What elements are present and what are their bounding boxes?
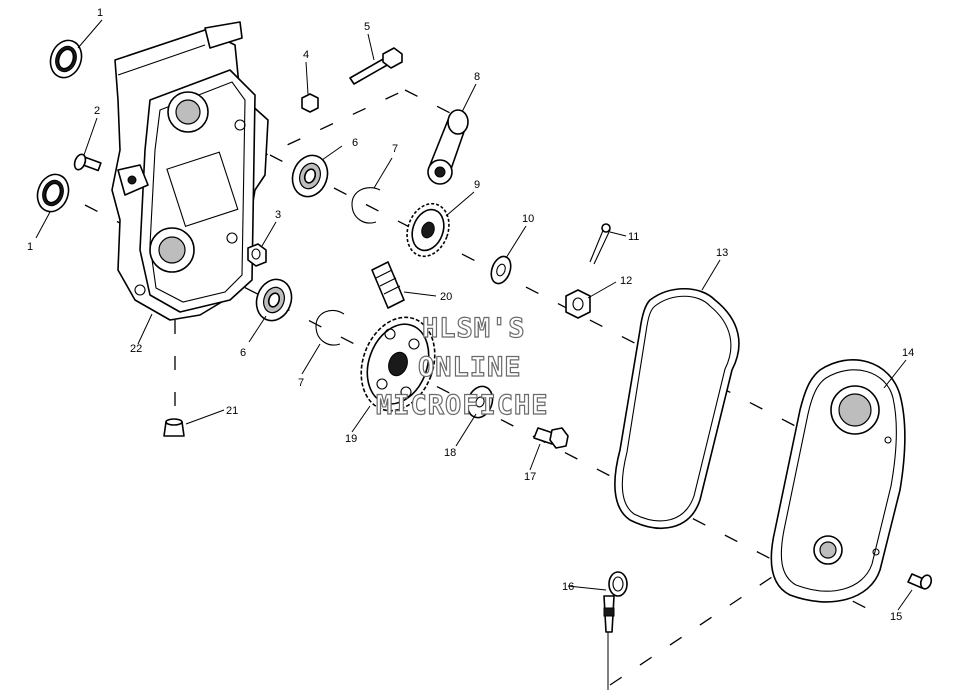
callout-5: 5 <box>364 21 370 33</box>
chaincase-cover <box>770 359 906 603</box>
callout-1-lower: 1 <box>27 241 33 253</box>
watermark-line-2: ONLINE <box>418 352 522 383</box>
hex-nut-small <box>247 243 267 267</box>
callout-12: 12 <box>620 275 632 287</box>
callout-22: 22 <box>130 343 142 355</box>
chain-tensioner-arm <box>427 109 469 185</box>
callout-11: 11 <box>628 231 639 243</box>
watermark-line-1: HLSM'S <box>422 313 526 344</box>
thrust-washer <box>466 385 494 419</box>
callout-21: 21 <box>226 405 238 417</box>
callout-1-upper: 1 <box>97 7 103 19</box>
snap-ring-lower <box>315 309 345 346</box>
callout-4: 4 <box>303 49 309 61</box>
cover-bolt <box>907 573 933 590</box>
snap-ring-upper <box>351 187 381 224</box>
callout-13: 13 <box>716 247 728 259</box>
cover-gasket <box>614 288 740 529</box>
hex-bolt <box>533 427 569 449</box>
hex-nut-top <box>301 93 319 113</box>
callout-2: 2 <box>94 105 100 117</box>
watermark: HLSM'S ONLINE MICROFICHE <box>375 312 549 421</box>
callout-18: 18 <box>444 447 456 459</box>
washer <box>490 255 512 285</box>
oil-seal-upper <box>49 39 83 79</box>
callout-17: 17 <box>524 471 536 483</box>
callout-19: 19 <box>345 433 357 445</box>
bearing-upper <box>291 154 329 198</box>
callout-6-lower: 6 <box>240 347 246 359</box>
callout-numbers: 1 1 2 3 4 5 6 6 7 7 8 9 10 11 12 13 14 1… <box>27 7 914 623</box>
callout-9: 9 <box>474 179 480 191</box>
long-bolt <box>349 47 403 85</box>
callout-16: 16 <box>562 581 574 593</box>
callout-15: 15 <box>890 611 902 623</box>
callout-20: 20 <box>440 291 452 303</box>
callout-14: 14 <box>902 347 914 359</box>
callout-3: 3 <box>275 209 281 221</box>
dipstick <box>603 571 628 633</box>
leader-lines <box>35 19 913 611</box>
callout-7-lower: 7 <box>298 377 304 389</box>
drive-chain <box>371 261 405 309</box>
oil-seal-lower <box>36 173 70 213</box>
callout-10: 10 <box>522 213 534 225</box>
small-sprocket <box>406 202 450 258</box>
drain-plug <box>163 418 185 437</box>
callout-8: 8 <box>474 71 480 83</box>
small-bolt <box>73 153 102 172</box>
bearing-lower <box>255 278 293 322</box>
large-sprocket <box>360 316 436 412</box>
cotter-pin <box>589 223 611 265</box>
callout-6-upper: 6 <box>352 137 358 149</box>
gearcase-housing <box>111 21 269 321</box>
callout-7-upper: 7 <box>392 143 398 155</box>
watermark-line-3: MICROFICHE <box>376 390 549 421</box>
castle-nut <box>565 289 591 319</box>
